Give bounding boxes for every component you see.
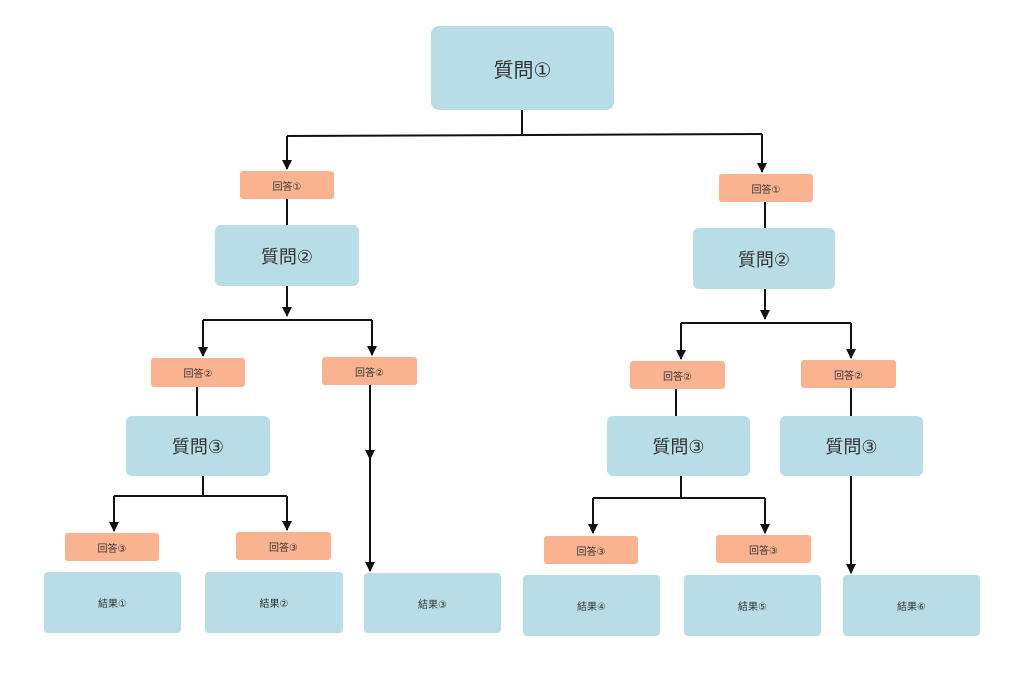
question-1-node: 質問① [431, 26, 614, 110]
question-3-right-left-label: 質問③ [652, 437, 705, 458]
answer-3-4-label: 回答③ [749, 545, 778, 557]
question-2-left-node: 質問② [215, 225, 359, 286]
answer-3-3-label: 回答③ [576, 546, 606, 558]
question-2-right-label: 質問② [737, 249, 791, 271]
answer-3-3-node: 回答③ [544, 536, 638, 564]
result-3-label: 結果③ [418, 599, 447, 611]
answer-2-left-right-label: 回答② [355, 367, 384, 379]
answer-3-1-label: 回答③ [97, 543, 127, 555]
question-3-right-right-label: 質問③ [825, 437, 878, 458]
result-6-label: 結果⑥ [897, 602, 926, 613]
question-2-right-node: 質問② [693, 228, 835, 289]
answer-3-1-node: 回答③ [65, 533, 159, 561]
answer-2-right-right-node: 回答② [801, 360, 896, 388]
answer-3-2-label: 回答③ [269, 542, 298, 554]
answer-3-2-node: 回答③ [236, 532, 331, 560]
answer-3-4-node: 回答③ [716, 535, 811, 563]
result-3-node: 結果③ [364, 573, 501, 633]
result-5-node: 結果⑤ [684, 575, 821, 636]
result-2-node: 結果② [205, 572, 343, 633]
question-3-right-right-node: 質問③ [780, 416, 923, 476]
question-3-left-left-node: 質問③ [126, 416, 270, 476]
result-1-label: 結果① [98, 599, 127, 610]
result-2-label: 結果② [259, 599, 289, 610]
question-2-left-label: 質問② [260, 246, 314, 268]
answer-1-right-node: 回答① [719, 174, 813, 202]
answer-2-left-left-node: 回答② [151, 358, 245, 387]
result-4-label: 結果④ [577, 602, 606, 613]
result-6-node: 結果⑥ [843, 575, 980, 636]
result-5-label: 結果⑤ [738, 602, 767, 613]
question-3-left-left-label: 質問③ [171, 437, 225, 458]
answer-1-left-node: 回答① [240, 171, 334, 199]
answer-1-left-label: 回答① [272, 181, 302, 193]
answer-2-right-right-label: 回答② [834, 370, 863, 382]
answer-1-right-label: 回答① [751, 184, 781, 196]
question-3-right-left-node: 質問③ [607, 416, 750, 476]
question-1-label: 質問① [493, 57, 552, 82]
connector-line [286, 133, 763, 137]
answer-2-right-left-node: 回答② [630, 361, 725, 389]
result-4-node: 結果④ [523, 575, 660, 636]
answer-2-right-left-label: 回答② [663, 371, 692, 383]
answer-2-left-right-node: 回答② [322, 357, 417, 385]
answer-2-left-left-label: 回答② [183, 369, 213, 380]
result-1-node: 結果① [44, 572, 181, 633]
